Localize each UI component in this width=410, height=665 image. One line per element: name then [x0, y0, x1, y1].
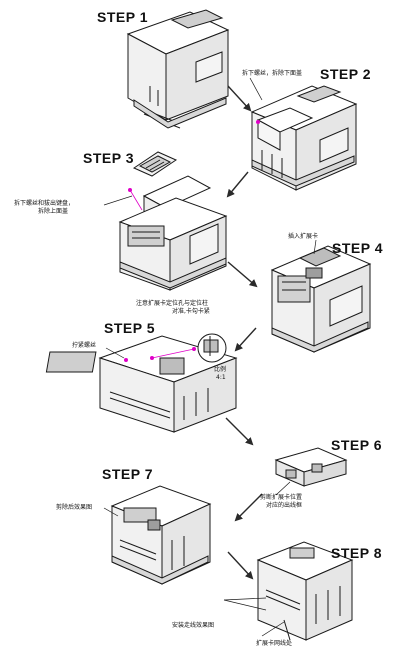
arrow-step7-to-step8: [227, 551, 254, 580]
step5-note-top-line2: 对准,卡勾卡紧: [172, 308, 210, 315]
arrow-step3-to-step4: [227, 261, 258, 288]
step6-note-line2: 对应的出线框: [266, 502, 303, 509]
step2-label: STEP 2: [320, 66, 371, 82]
step5-ratio-label: 比例: [214, 366, 227, 373]
step3-label: STEP 3: [83, 150, 134, 166]
step5-note-top-line1: 注意扩展卡定位孔与定位柱: [136, 300, 209, 307]
flow-arrows: [225, 85, 263, 580]
step5-ratio-value: 4:1: [216, 374, 226, 381]
step6-cover: [274, 447, 348, 487]
step4-note: 插入扩展卡: [288, 233, 319, 240]
step6-label: STEP 6: [331, 437, 382, 453]
step8-note-bottom: 扩展卡网线处: [256, 640, 293, 647]
leader-lines: [103, 77, 317, 637]
step4-drive: [270, 245, 372, 353]
step4-label: STEP 4: [332, 240, 383, 256]
step1-drive: [126, 9, 230, 129]
step3-drive: [118, 151, 228, 291]
step5-label: STEP 5: [104, 320, 155, 336]
step2-drive: [250, 85, 358, 191]
step2-note: 拆下螺丝，拆除下面盖: [242, 70, 303, 77]
step6-note-line1: 剪断扩展卡位置: [260, 494, 303, 501]
step1-label: STEP 1: [97, 9, 148, 25]
arrow-step4-to-step5: [234, 327, 257, 352]
step7-note: 剪除后效果图: [56, 504, 93, 511]
step3-note-line2: 拆除上面盖: [38, 208, 69, 215]
step5-note-left: 拧紧螺丝: [72, 342, 97, 349]
arrow-step2-to-step3: [226, 171, 249, 198]
step3-note-line1: 拆下螺丝和拔出键盘，: [14, 200, 75, 207]
arrow-step1-to-step2: [227, 85, 252, 112]
accent-leaders: [129, 189, 195, 359]
step8-note-left: 安装走线效果图: [172, 622, 215, 629]
step8-drive: [256, 541, 354, 641]
step8-label: STEP 8: [331, 545, 382, 561]
step5-drive: [45, 333, 238, 433]
arrow-step6-to-step7: [234, 493, 263, 522]
step7-label: STEP 7: [102, 466, 153, 482]
step7-drive: [110, 485, 212, 585]
arrow-step5-to-step6: [225, 417, 254, 446]
